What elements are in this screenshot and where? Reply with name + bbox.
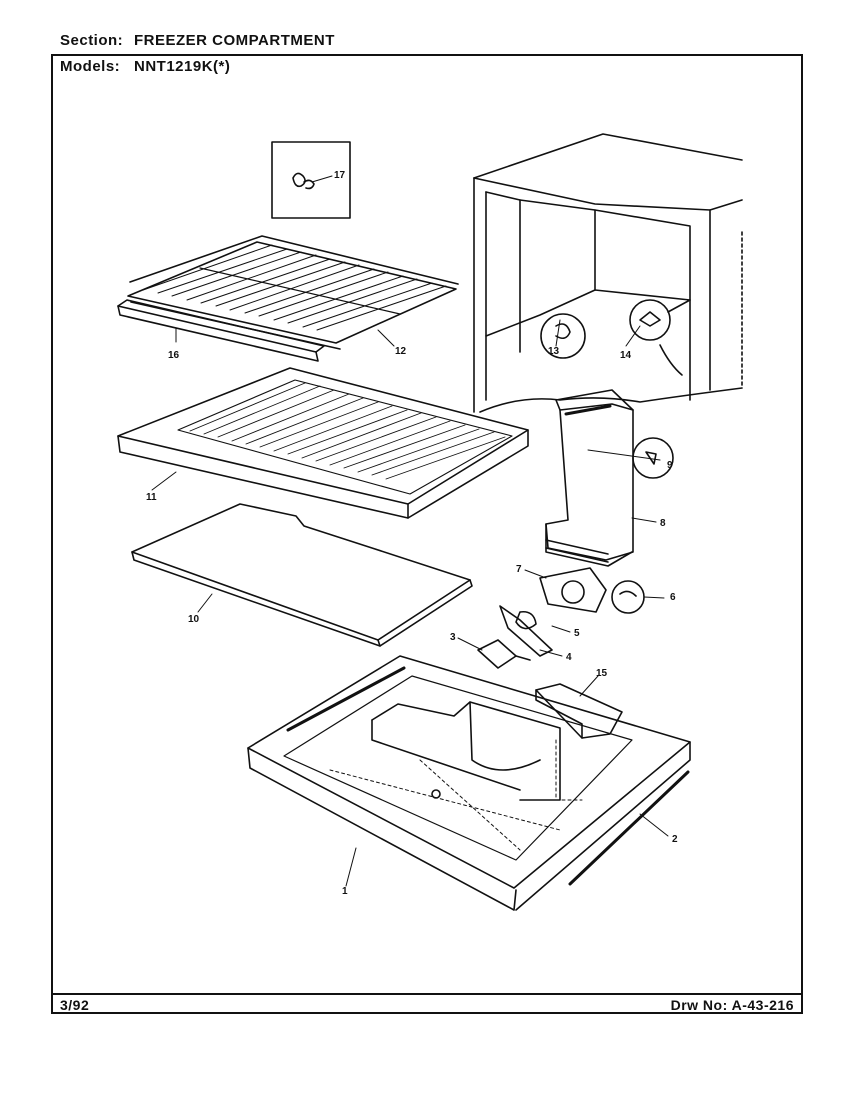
callout-9: 9 [667, 460, 673, 471]
callout-7: 7 [516, 564, 522, 575]
callout-6: 6 [670, 592, 676, 603]
section-value: FREEZER COMPARTMENT [134, 32, 335, 49]
part-17-inset [271, 141, 351, 219]
part-2-trim [286, 666, 690, 886]
models-value: NNT1219K(*) [134, 58, 231, 75]
models-label: Models: [60, 58, 121, 75]
callout-13: 13 [548, 346, 560, 357]
callout-2: 2 [672, 834, 678, 845]
callout-11: 11 [146, 492, 157, 503]
part-16-trim [117, 299, 325, 362]
date-code: 3/92 [60, 997, 90, 1013]
callout-3: 3 [450, 632, 456, 643]
callout-1: 1 [342, 886, 348, 897]
part-15-cover [535, 683, 623, 739]
callout-14: 14 [620, 350, 632, 361]
callout-10: 10 [188, 614, 200, 625]
part-11-shelf [117, 367, 529, 519]
callout-4: 4 [566, 652, 572, 663]
cabinet-outline [473, 133, 743, 413]
part-10-panel [131, 503, 473, 647]
leader-lines [151, 175, 669, 887]
section-heading: Section: FREEZER COMPARTMENT [60, 32, 335, 49]
callout-12: 12 [395, 346, 407, 357]
footer-divider [51, 993, 803, 995]
drawing-number: Drw No: A-43-216 [670, 997, 794, 1013]
part-8-duct [545, 389, 634, 567]
callout-17: 17 [334, 170, 346, 181]
callout-15: 15 [596, 668, 608, 679]
section-label: Section: [60, 32, 124, 49]
diagram-frame [51, 54, 803, 1014]
callout-8: 8 [660, 518, 666, 529]
part-12-wire-shelf [127, 235, 459, 350]
fan-motor-group [477, 567, 645, 669]
part-9-screw [632, 437, 674, 479]
callout-5: 5 [574, 628, 580, 639]
models-heading: Models: NNT1219K(*) [60, 58, 230, 75]
callout-16: 16 [168, 350, 180, 361]
part-1-floor-tray [247, 655, 691, 911]
